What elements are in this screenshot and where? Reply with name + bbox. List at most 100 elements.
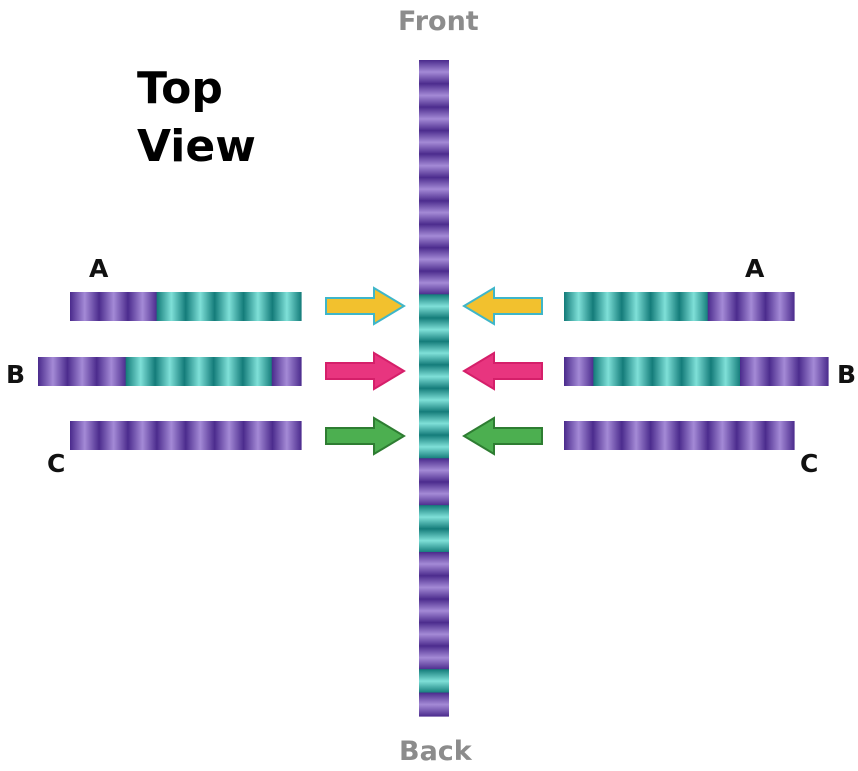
strand-band — [564, 421, 594, 450]
strand-band — [419, 153, 449, 178]
strand-band — [213, 357, 244, 386]
strand-band — [419, 505, 449, 530]
row-c-right-label: C — [800, 449, 819, 478]
strand-band — [419, 528, 449, 553]
row-c-left-label: C — [47, 449, 66, 478]
strand-band — [419, 247, 449, 272]
strand-band — [419, 364, 449, 389]
strand-band — [593, 357, 624, 386]
strand-c-left — [70, 421, 302, 450]
title-view: View — [137, 121, 256, 172]
strand-band — [650, 421, 680, 450]
center-strand — [419, 60, 449, 717]
strand-band — [38, 357, 68, 386]
strand-band — [271, 357, 302, 386]
strand-band — [564, 357, 594, 386]
strand-band — [736, 292, 766, 321]
arrow-c-right-pointing — [325, 416, 406, 456]
strand-a-left — [70, 292, 302, 321]
front-label: Front — [398, 6, 479, 37]
strand-b-right — [564, 357, 829, 386]
strand-band — [156, 421, 187, 450]
strand-band — [272, 421, 302, 450]
strand-a-right — [564, 292, 795, 321]
strand-band — [185, 421, 215, 450]
strand-band — [419, 177, 449, 202]
strand-band — [564, 292, 594, 321]
row-b-right-label: B — [837, 360, 857, 389]
strand-band — [96, 357, 127, 386]
strand-band — [707, 421, 738, 450]
strand-band — [707, 292, 738, 321]
strand-band — [592, 421, 623, 450]
strand-band — [740, 357, 770, 386]
strand-band — [765, 421, 795, 450]
strand-band — [70, 421, 100, 450]
strand-band — [419, 575, 449, 600]
strand-band — [419, 669, 449, 694]
strand-band — [419, 622, 449, 647]
strand-band — [736, 421, 766, 450]
strand-band — [67, 357, 98, 386]
strand-band — [679, 421, 709, 450]
row-a-right-label: A — [745, 254, 765, 283]
strand-band — [127, 421, 158, 450]
strand-band — [419, 341, 449, 366]
strand-band — [98, 421, 129, 450]
strand-band — [419, 224, 449, 249]
strand-band — [419, 692, 449, 717]
strand-band — [98, 292, 129, 321]
strand-band — [70, 292, 100, 321]
strand-band — [419, 106, 449, 131]
row-b-left-label: B — [6, 360, 26, 389]
strand-band — [419, 434, 449, 459]
strand-band — [681, 357, 712, 386]
strand-band — [214, 292, 244, 321]
strand-band — [154, 357, 185, 386]
arrow-a-right-pointing — [325, 286, 406, 326]
strand-band — [798, 357, 829, 386]
strand-band — [419, 598, 449, 623]
arrow-c-left-pointing — [462, 416, 543, 456]
strand-band — [622, 357, 653, 386]
strand-band — [419, 481, 449, 506]
strand-band — [419, 645, 449, 670]
strand-band — [127, 292, 158, 321]
back-label: Back — [399, 736, 472, 767]
arrow-a-left-pointing — [462, 286, 543, 326]
strand-band — [419, 83, 449, 108]
strand-c-right — [564, 421, 795, 450]
strand-band — [419, 200, 449, 225]
strand-band — [710, 357, 741, 386]
strand-band — [679, 292, 709, 321]
strand-band — [243, 421, 273, 450]
strand-band — [621, 292, 651, 321]
strand-band — [184, 357, 214, 386]
strand-band — [652, 357, 682, 386]
strand-band — [272, 292, 302, 321]
strand-band — [419, 458, 449, 483]
strand-band — [419, 60, 449, 85]
strand-band — [650, 292, 680, 321]
strand-band — [419, 130, 449, 155]
strand-band — [769, 357, 800, 386]
strand-band — [419, 552, 449, 577]
arrow-b-right-pointing — [325, 351, 406, 391]
strand-band — [419, 388, 449, 413]
strand-band — [156, 292, 187, 321]
strand-band — [419, 317, 449, 342]
strand-b-left — [38, 357, 302, 386]
strand-band — [243, 292, 273, 321]
strand-band — [214, 421, 244, 450]
title-top: Top — [137, 63, 223, 114]
strand-band — [765, 292, 795, 321]
strand-band — [592, 292, 623, 321]
strand-band — [621, 421, 651, 450]
strand-band — [125, 357, 156, 386]
strand-band — [419, 270, 449, 295]
strand-band — [185, 292, 215, 321]
strand-band — [419, 411, 449, 436]
arrow-b-left-pointing — [462, 351, 543, 391]
